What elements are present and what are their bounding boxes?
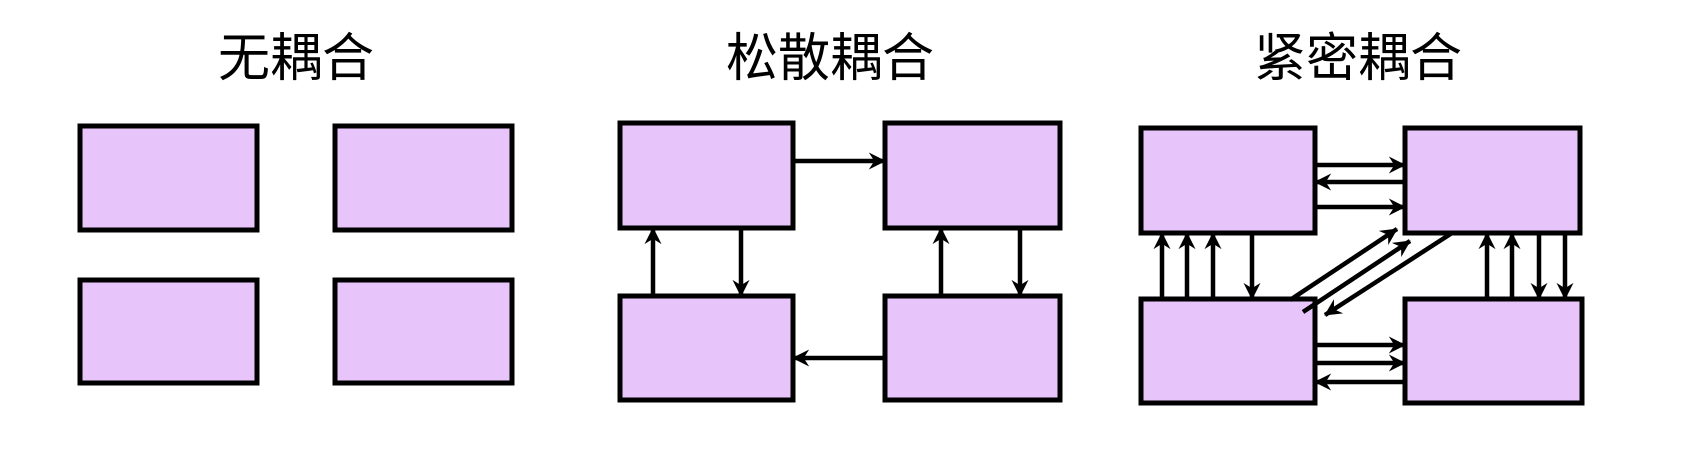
module-box [617, 120, 796, 231]
panel-no-coupling: 无耦合 [77, 30, 515, 386]
panel-title-tight-coupling: 紧密耦合 [1254, 30, 1462, 88]
panel-tight-coupling: 紧密耦合 [1138, 30, 1585, 406]
panel-loose-coupling: 松散耦合 [617, 30, 1063, 403]
module-box [77, 277, 260, 386]
module-box [1138, 125, 1318, 236]
module-box [882, 293, 1063, 403]
module-box [1402, 125, 1583, 236]
panel-title-loose-coupling: 松散耦合 [726, 30, 934, 88]
arrow-bl-to-tr-1 [1288, 227, 1399, 302]
module-box [332, 123, 515, 233]
module-box [882, 120, 1063, 231]
module-box [1402, 296, 1585, 406]
panel-title-no-coupling: 无耦合 [218, 30, 374, 88]
module-box [332, 277, 515, 386]
arrow-tr-to-bl [1323, 231, 1454, 317]
module-box [77, 123, 260, 233]
module-box [1138, 296, 1318, 406]
module-box [617, 293, 796, 403]
arrow-bl-to-tr-2 [1301, 239, 1412, 314]
